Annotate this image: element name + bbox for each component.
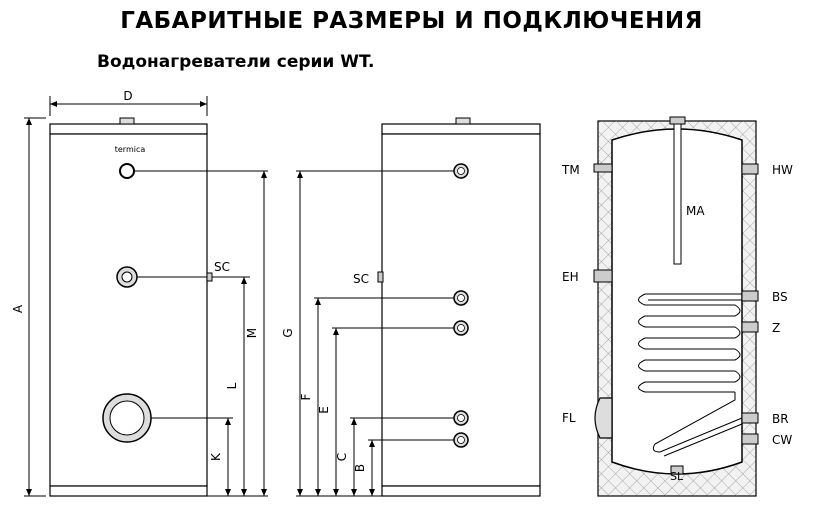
- bs-fitting: [741, 290, 759, 302]
- dim-label-L: L: [225, 382, 239, 389]
- z-fitting: [741, 321, 759, 333]
- heat-exchanger-coil: [638, 293, 743, 457]
- front-bottom-cap: [49, 485, 208, 497]
- label-FL: FL: [562, 411, 576, 425]
- front-sc-label: SC: [214, 260, 230, 274]
- label-SL: SL: [670, 470, 684, 483]
- side-top-fitting: [455, 117, 471, 125]
- fl-flange: [594, 397, 613, 439]
- label-Z: Z: [772, 321, 780, 335]
- label-BR: BR: [772, 412, 789, 426]
- cw-fitting: [741, 433, 759, 445]
- dim-label-F: F: [299, 393, 313, 400]
- side-sc-fitting: [377, 271, 384, 283]
- inner-tank: [611, 128, 743, 475]
- hw-fitting: [741, 163, 759, 175]
- front-sc-port-inner: [121, 271, 133, 283]
- dim-label-E: E: [317, 406, 331, 414]
- side-port-C: [453, 410, 469, 426]
- page-title: ГАБАРИТНЫЕ РАЗМЕРЫ И ПОДКЛЮЧЕНИЯ: [120, 8, 703, 34]
- label-TM: TM: [561, 163, 580, 177]
- dim-label-D: D: [123, 89, 132, 103]
- dim-label-G: G: [281, 328, 295, 337]
- front-thermometer-port: [119, 163, 135, 179]
- front-sc-side-fitting: [206, 272, 213, 282]
- side-bottom-cap: [381, 485, 541, 497]
- label-HW: HW: [772, 163, 793, 177]
- dim-label-A: A: [11, 304, 25, 313]
- side-port-G: [453, 163, 469, 179]
- label-CW: CW: [772, 433, 792, 447]
- br-fitting: [741, 412, 759, 424]
- side-sc-label: SC: [353, 272, 369, 286]
- page-subtitle: Водонагреватели серии WT.: [97, 52, 375, 72]
- side-top-cap: [381, 123, 541, 135]
- brand-logo: termica: [115, 145, 146, 154]
- dim-label-B: B: [353, 464, 367, 472]
- eh-fitting: [593, 269, 613, 283]
- front-top-fitting: [119, 117, 135, 125]
- label-EH: EH: [562, 270, 579, 284]
- dim-label-M: M: [245, 328, 259, 338]
- section-view: MA TM HW EH BS Z BR CW FL SL: [561, 116, 793, 497]
- sl-fitting: [670, 465, 684, 475]
- magnesium-anode: [673, 123, 682, 265]
- side-port-B: [453, 432, 469, 448]
- front-flange-inner: [109, 400, 145, 436]
- side-port-E: [453, 320, 469, 336]
- side-body: [381, 133, 541, 487]
- tm-fitting: [593, 163, 613, 173]
- front-view: termica D A M L K SC: [11, 89, 268, 497]
- label-BS: BS: [772, 290, 788, 304]
- anode-fitting: [669, 116, 686, 125]
- side-port-F: [453, 290, 469, 306]
- dim-label-K: K: [209, 452, 223, 461]
- dim-label-C: C: [335, 453, 349, 461]
- label-MA: MA: [686, 204, 705, 218]
- side-view: SC G F E: [281, 117, 541, 497]
- front-top-cap: [49, 123, 208, 135]
